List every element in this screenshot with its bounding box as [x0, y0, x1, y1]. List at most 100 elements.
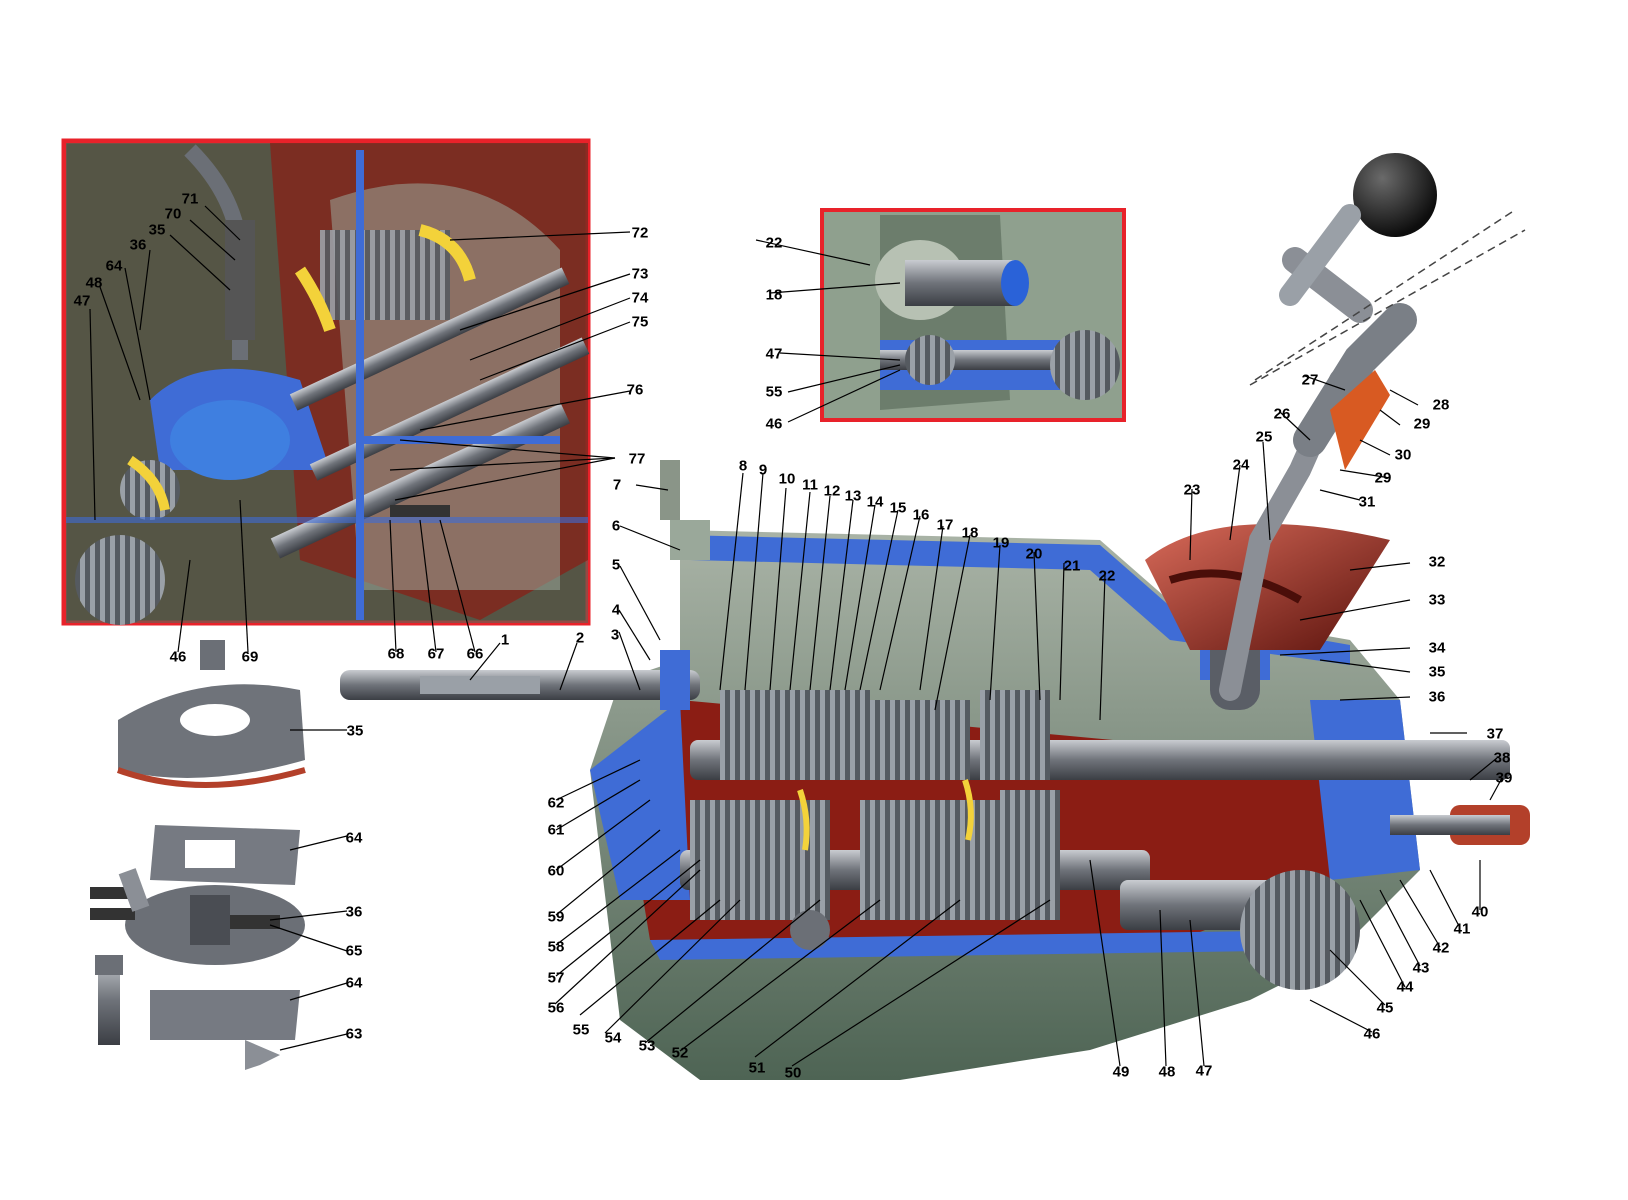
callout-label: 34: [1428, 639, 1446, 657]
callout-label: 44: [1396, 978, 1414, 996]
callout-label: 46: [765, 415, 783, 433]
callout-label: 2: [575, 629, 585, 647]
selector-rod-middle: [309, 337, 590, 481]
gear-icon: [1050, 330, 1120, 400]
bolt-icon: [98, 955, 120, 1045]
gear-icon: [1000, 790, 1060, 920]
callout-label: 33: [1428, 591, 1446, 609]
callout-label: 47: [73, 292, 91, 310]
callout-label: 10: [778, 470, 796, 488]
spring-icon: [90, 887, 135, 899]
callout-label: 76: [626, 381, 644, 399]
callout-label: 28: [1432, 396, 1450, 414]
callout-label: 37: [1486, 725, 1504, 743]
gear-icon: [860, 800, 1000, 920]
spring-icon: [230, 915, 280, 929]
callout-label: 60: [547, 862, 565, 880]
callout-label: 17: [936, 516, 954, 534]
breather-7: [660, 460, 680, 520]
callout-label: 48: [1158, 1063, 1176, 1081]
callout-label: 63: [345, 1025, 363, 1043]
callout-label: 23: [1183, 481, 1201, 499]
callout-label: 38: [1493, 749, 1511, 767]
gear-icon: [75, 535, 165, 625]
callout-label: 58: [547, 938, 565, 956]
callout-label: 15: [889, 499, 907, 517]
callout-label: 22: [1098, 567, 1116, 585]
callout-label: 46: [1363, 1025, 1381, 1043]
callout-label: 35: [1428, 663, 1446, 681]
callout-label: 7: [612, 476, 622, 494]
callout-label: 11: [802, 476, 818, 494]
shaft-18: [905, 260, 1015, 306]
gear-icon: [720, 690, 870, 780]
gasket: [116, 767, 306, 788]
callout-label: 16: [912, 506, 930, 524]
callout-label: 24: [1232, 456, 1250, 474]
callout-label: 14: [866, 493, 884, 511]
callout-label: 13: [844, 487, 862, 505]
callout-label: 4: [611, 601, 621, 619]
callout-label: 21: [1063, 557, 1081, 575]
callout-label: 49: [1112, 1063, 1130, 1081]
callout-label: 72: [631, 224, 649, 242]
callout-label: 55: [572, 1021, 590, 1039]
callout-label: 6: [611, 517, 621, 535]
callout-label: 66: [466, 645, 484, 663]
callout-label: 30: [1394, 446, 1412, 464]
inset-shift-mechanism: [61, 138, 591, 626]
callout-label: 35: [148, 221, 166, 239]
callout-label: 29: [1374, 469, 1392, 487]
spring-icon: [200, 640, 225, 670]
callout-label: 27: [1301, 371, 1319, 389]
callout-label: 73: [631, 265, 649, 283]
plate-64-lower: [150, 990, 300, 1040]
callout-label: 36: [129, 236, 147, 254]
leader-lines: [89, 205, 1503, 1067]
callout-label: 36: [1428, 688, 1446, 706]
callout-label: 54: [604, 1029, 622, 1047]
callout-label: 75: [631, 313, 649, 331]
spring-icon: [90, 908, 135, 920]
callout-label: 69: [241, 648, 259, 666]
callout-label: 61: [547, 821, 565, 839]
gear-icon: [320, 230, 450, 320]
callout-label: 56: [547, 999, 565, 1017]
callout-label: 18: [961, 524, 979, 542]
exploded-parts: [90, 640, 306, 1070]
callout-label: 26: [1273, 405, 1291, 423]
bracket-63: [245, 1040, 280, 1070]
callout-label: 70: [164, 205, 182, 223]
callout-label: 1: [500, 631, 510, 649]
callout-label: 57: [547, 969, 565, 987]
callout-label: 71: [181, 190, 199, 208]
callout-label: 8: [738, 457, 748, 475]
callout-label: 74: [631, 289, 649, 307]
callout-label: 31: [1358, 493, 1376, 511]
gear-icon: [980, 690, 1050, 780]
callout-label: 50: [784, 1064, 802, 1082]
callout-label: 3: [610, 626, 620, 644]
callout-label: 64: [345, 829, 363, 847]
callout-label: 19: [992, 534, 1010, 552]
callout-label: 45: [1376, 999, 1394, 1017]
inset-reverse-shaft: [820, 208, 1126, 422]
callout-label: 32: [1428, 553, 1446, 571]
callout-label: 59: [547, 908, 565, 926]
callout-label: 43: [1412, 959, 1430, 977]
callout-label: 35: [346, 722, 364, 740]
callout-label: 20: [1025, 545, 1043, 563]
callout-label: 48: [85, 274, 103, 292]
callout-label: 62: [547, 794, 565, 812]
spring-icon: [390, 505, 450, 517]
bolt-icon: [790, 910, 830, 950]
gear-icon: [1240, 870, 1360, 990]
callout-label: 5: [611, 556, 621, 574]
callout-label: 18: [765, 286, 783, 304]
callout-label: 40: [1471, 903, 1489, 921]
callout-label: 39: [1495, 769, 1513, 787]
gearbox-cutaway: [340, 153, 1530, 1080]
callout-label: 77: [628, 450, 646, 468]
callout-label: 68: [387, 645, 405, 663]
